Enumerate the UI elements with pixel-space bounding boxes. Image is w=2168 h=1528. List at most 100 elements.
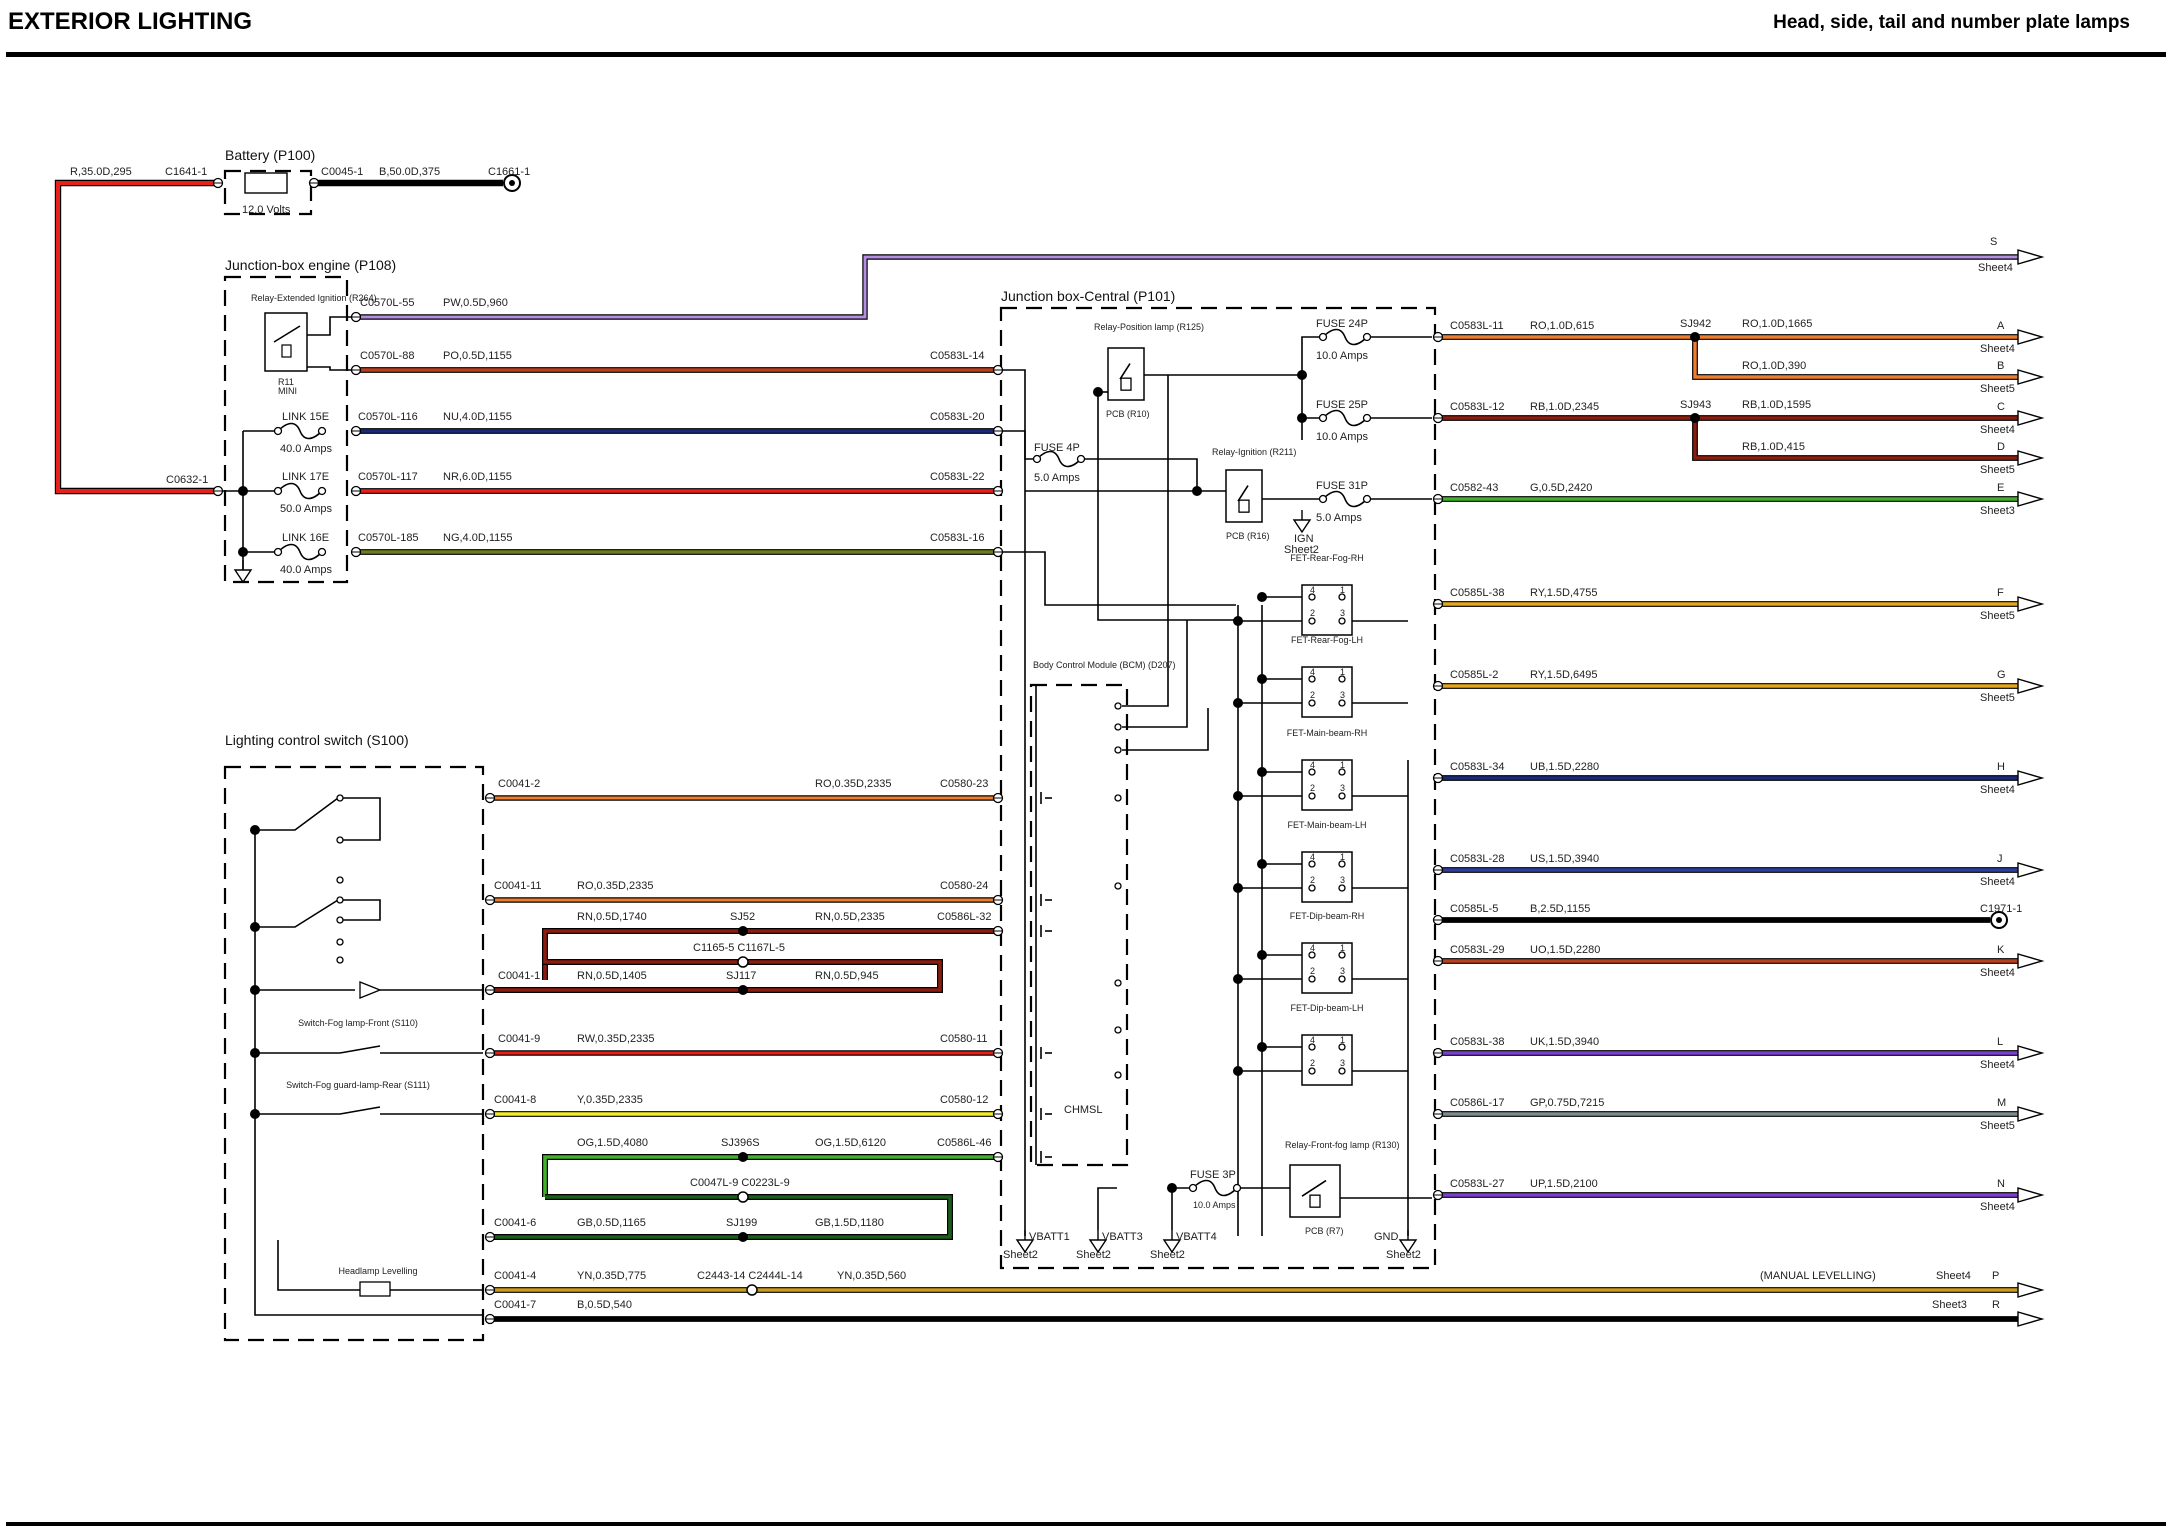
bcm-label: Body Control Module (BCM) (D207)	[1033, 660, 1176, 670]
inline-c1165	[737, 956, 749, 968]
bcm-pin-4	[1114, 882, 1122, 890]
sheet-letter: M	[1997, 1097, 2006, 1109]
fet-fet_db_lh-pin-4	[1338, 1067, 1346, 1075]
switch-wire-label: C0041-1	[498, 970, 540, 982]
supply-label: VBATT4	[1176, 1231, 1217, 1243]
fet-label: FET-Dip-beam-RH	[1290, 911, 1365, 921]
arrow-out	[2017, 678, 2045, 694]
fet-fet_rf_lh-pin-1	[1308, 675, 1316, 683]
fog-front-switch	[339, 1045, 381, 1054]
engine-wire-label: C0583L-22	[930, 471, 984, 483]
arrow-out	[2017, 862, 2045, 878]
connector-label: C0582-43	[1450, 482, 1498, 494]
arrow-out	[2017, 450, 2045, 466]
supply-arrow-1	[1088, 1230, 1108, 1254]
wire-spec: RO,1.0D,1665	[1742, 318, 1812, 330]
fet-fet_db_lh-pin-3	[1308, 1067, 1316, 1075]
fuse-4p-end-a	[1032, 454, 1042, 464]
engine-wire-label: NG,4.0D,1155	[443, 532, 513, 544]
engine-box-title: Junction-box engine (P108)	[225, 257, 396, 273]
wire-spec: GP,0.75D,7215	[1530, 1097, 1604, 1109]
ground-eyelet-center	[509, 180, 515, 186]
fet-pin-label: 3	[1340, 966, 1345, 976]
switch-wire-label: C0580-12	[940, 1094, 988, 1106]
switch-wire-label: C0047L-9 C0223L-9	[690, 1177, 790, 1189]
wire-rn-loop	[490, 950, 942, 992]
bcm-pos-line	[1122, 375, 1169, 707]
arrow-out	[2017, 410, 2045, 426]
engine-junction-box	[223, 275, 349, 584]
sheet-letter: E	[1997, 482, 2004, 494]
lighting-switch-label: Lighting control switch (S100)	[225, 732, 409, 748]
component-symbols	[212, 172, 2045, 1327]
sheet-letter: N	[1997, 1178, 2005, 1190]
wire-spec: RY,1.5D,6495	[1530, 669, 1597, 681]
fet-node	[1257, 950, 1267, 960]
link-15e-label: LINK 15E	[282, 411, 329, 423]
arrow-out	[2017, 369, 2045, 385]
arrow-p	[2017, 1282, 2045, 1298]
fet-pin-label: 3	[1340, 1058, 1345, 1068]
relay-position-coil	[1120, 377, 1132, 391]
sheet-ref: Sheet3	[1980, 505, 2015, 517]
fet-node-b	[1233, 698, 1243, 708]
fet-fet_mb_rh-pin-2	[1338, 768, 1346, 776]
switch-wire-label: RN,0.5D,2335	[815, 911, 885, 923]
connector-label: C0585L-2	[1450, 669, 1498, 681]
switch-wire-label: RW,0.35D,2335	[577, 1033, 654, 1045]
pcb-r7: PCB (R7)	[1305, 1226, 1344, 1236]
wire-spec: G,0.5D,2420	[1530, 482, 1592, 494]
fet-node-b	[1233, 791, 1243, 801]
relay-mini: MINI	[278, 386, 297, 396]
engine-wire-label: PO,0.5D,1155	[443, 350, 512, 362]
switch-wire-label: C0586L-32	[937, 911, 991, 923]
switch-wire-label: C0586L-46	[937, 1137, 991, 1149]
fet-node-b	[1233, 616, 1243, 626]
switch-wire-label: C0041-2	[498, 778, 540, 790]
engine-bus-node-2	[238, 547, 248, 557]
sheet-ref: Sheet5	[1980, 1120, 2015, 1132]
arrow-out	[2017, 1045, 2045, 1061]
link-15e	[277, 422, 323, 440]
output-wire-branch	[1693, 418, 2018, 460]
connector-label: C0583L-38	[1450, 1036, 1504, 1048]
connector-label: C0632-1	[166, 474, 208, 486]
pcb-r10: PCB (R10)	[1106, 409, 1150, 419]
connector-label: C0045-1	[321, 166, 363, 178]
link-17e	[277, 482, 323, 500]
fuse-3p-end-a	[1188, 1183, 1198, 1193]
engine-wire-label: C0570L-117	[358, 471, 418, 483]
sheet-letter: A	[1997, 320, 2005, 332]
fuse-25p-amps: 10.0 Amps	[1316, 431, 1368, 443]
switch-wire-label: Sheet4	[1936, 1270, 1971, 1282]
battery-label: Battery (P100)	[225, 147, 315, 163]
pos-relay-out	[1144, 336, 1323, 376]
chmsl-label: CHMSL	[1064, 1104, 1103, 1116]
link-15e-end-a	[273, 426, 283, 436]
fet-node-b	[1233, 1066, 1243, 1076]
supply-arrow-2	[1162, 1230, 1182, 1254]
link-17e-label: LINK 17E	[282, 471, 329, 483]
inline-c0047	[737, 1191, 749, 1203]
bcm-line-3	[1122, 708, 1209, 751]
bcm-pin-0	[1114, 702, 1122, 710]
connector-label: C0583L-27	[1450, 1178, 1504, 1190]
fuse-24p-end-a	[1318, 332, 1328, 342]
link-16e-label: LINK 16E	[282, 532, 329, 544]
fet-fet_mb_rh-pin-1	[1308, 768, 1316, 776]
switch-wire-label: SJ117	[726, 970, 756, 982]
fuse-31p-amps: 5.0 Amps	[1316, 512, 1362, 524]
fet-fet_rf_lh-pin-4	[1338, 699, 1346, 707]
fet-node-b	[1233, 883, 1243, 893]
sheet-letter: L	[1997, 1036, 2003, 1048]
battery-feed-spec: R,35.0D,295	[70, 166, 132, 178]
fuse4p-feed	[998, 430, 1037, 460]
connector-label: C0583L-34	[1450, 761, 1504, 773]
splice-label: SJ943	[1680, 399, 1711, 411]
switch-wire-label: RO,0.35D,2335	[815, 778, 891, 790]
switch-wire-label: C1165-5 C1167L-5	[693, 942, 785, 954]
switch-wire-label: Sheet3	[1932, 1299, 1967, 1311]
relay-ignition-label: Relay-Ignition (R211)	[1212, 447, 1296, 457]
fet-fet_db_rh	[1301, 942, 1353, 994]
bcm-pin-7	[1114, 1071, 1122, 1079]
